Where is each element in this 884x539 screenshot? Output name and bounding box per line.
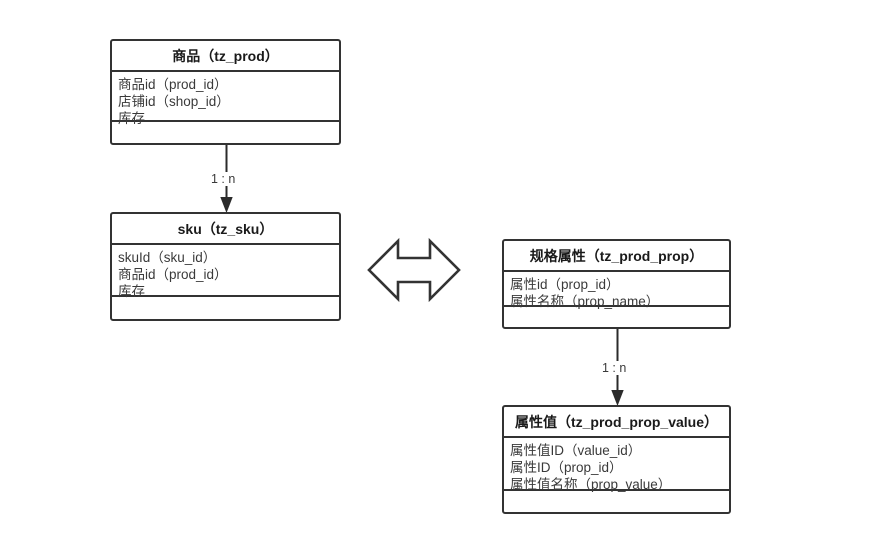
relationship-label-prod-to-sku: 1 : n — [208, 172, 239, 186]
entity-title-prod-prop: 规格属性（tz_prod_prop） — [504, 241, 729, 272]
attribute-row: skuId（sku_id） — [118, 250, 217, 265]
entity-methods-sku — [112, 297, 339, 319]
attribute-row: 库存 — [118, 111, 145, 126]
attribute-row: 属性名称（prop_name） — [510, 294, 660, 309]
entity-methods-prod-prop-value — [504, 491, 729, 512]
attribute-row: 店铺id（shop_id） — [118, 94, 230, 109]
entity-attributes-sku: skuId（sku_id） 商品id（prod_id） 库存 — [112, 245, 339, 299]
attribute-row: 商品id（prod_id） — [118, 267, 228, 282]
attribute-row: 属性id（prop_id） — [510, 277, 620, 292]
entity-attributes-prod-prop: 属性id（prop_id） 属性名称（prop_name） — [504, 272, 729, 309]
entity-box-prod[interactable]: 商品（tz_prod） 商品id（prod_id） 店铺id（shop_id） … — [110, 39, 341, 145]
entity-box-sku[interactable]: sku（tz_sku） skuId（sku_id） 商品id（prod_id） … — [110, 212, 341, 321]
attribute-row: 商品id（prod_id） — [118, 77, 228, 92]
attribute-row: 属性ID（prop_id） — [510, 460, 623, 475]
entity-methods-prod-prop — [504, 307, 729, 327]
entity-title-sku: sku（tz_sku） — [112, 214, 339, 245]
entity-attributes-prod: 商品id（prod_id） 店铺id（shop_id） 库存 — [112, 72, 339, 126]
entity-box-prod-prop-value[interactable]: 属性值（tz_prod_prop_value） 属性值ID（value_id） … — [502, 405, 731, 514]
relationship-label-prop-to-prop-value: 1 : n — [599, 361, 630, 375]
attribute-row: 库存 — [118, 284, 145, 299]
entity-attributes-prod-prop-value: 属性值ID（value_id） 属性ID（prop_id） 属性值名称（prop… — [504, 438, 729, 492]
entity-title-prod-prop-value: 属性值（tz_prod_prop_value） — [504, 407, 729, 438]
entity-title-prod: 商品（tz_prod） — [112, 41, 339, 72]
attribute-row: 属性值名称（prop_value） — [510, 477, 672, 492]
double-headed-arrow-icon — [367, 237, 461, 303]
attribute-row: 属性值ID（value_id） — [510, 443, 642, 458]
entity-methods-prod — [112, 122, 339, 143]
entity-box-prod-prop[interactable]: 规格属性（tz_prod_prop） 属性id（prop_id） 属性名称（pr… — [502, 239, 731, 329]
